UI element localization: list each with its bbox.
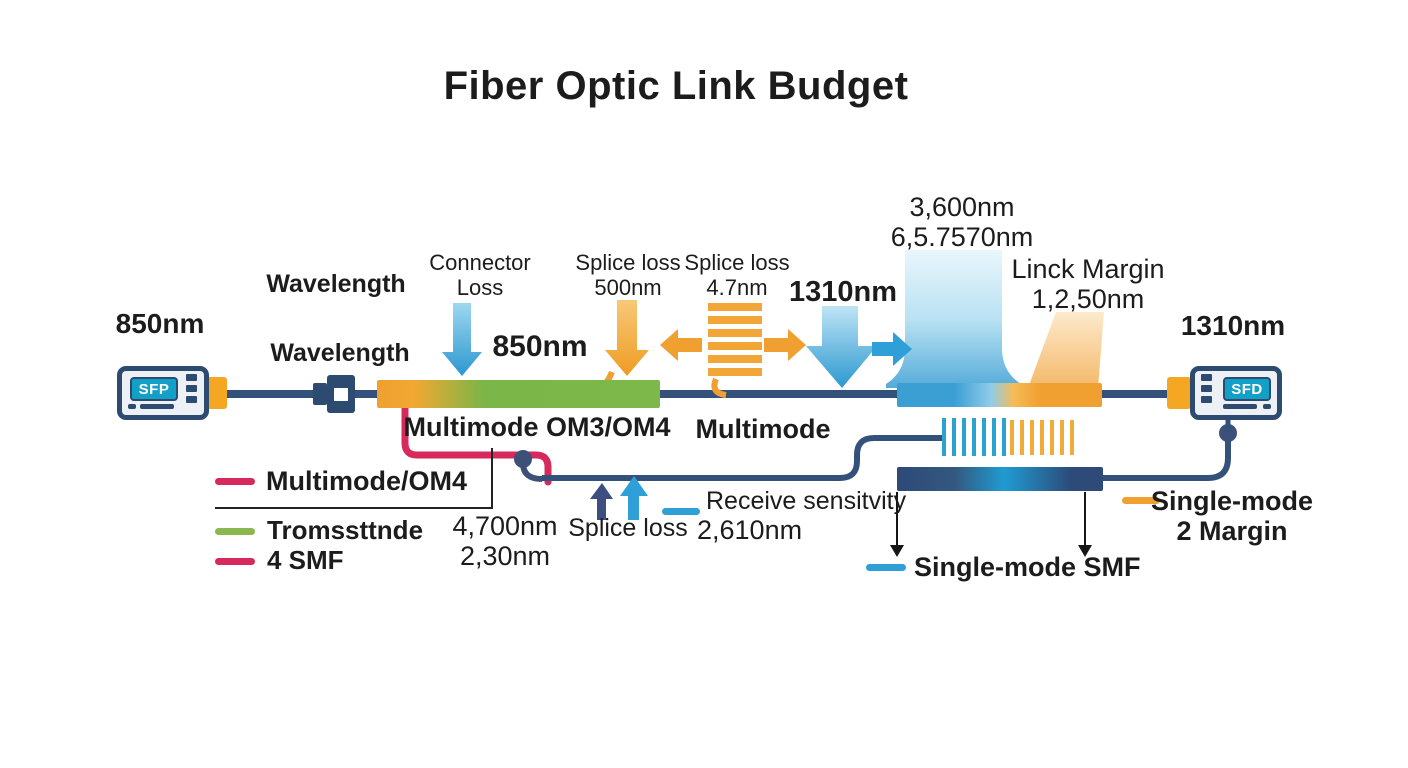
wavelength-1310-down-arrow-icon bbox=[806, 306, 877, 388]
sfp-right-slot bbox=[1201, 385, 1212, 392]
loss-values-label: 4,700nm 2,30nm bbox=[452, 511, 558, 572]
right-arrow-icon bbox=[764, 329, 806, 361]
multimode-fiber-label: Multimode OM3/OM4 bbox=[403, 412, 671, 442]
legend-swatch-singlemode-smf bbox=[866, 564, 906, 571]
sfp-left-device: SFP bbox=[117, 366, 209, 420]
singlemode-path-left bbox=[542, 435, 942, 481]
splice-stripes-blue bbox=[942, 418, 1010, 456]
link-margin-label: Linck Margin 1,2,50nm bbox=[1011, 254, 1165, 315]
legend-swatch-multimode bbox=[215, 478, 255, 485]
branch-node-hook bbox=[520, 462, 543, 482]
legend-swatch-smf bbox=[215, 558, 255, 565]
fiber-coupler bbox=[313, 375, 355, 413]
sfp-left-slot bbox=[186, 396, 197, 403]
attenuation-values-label: 3,600nm 6,5.7570nm bbox=[890, 192, 1034, 253]
splice-loss-500-arrow-icon bbox=[605, 300, 649, 376]
legend-swatch-receive bbox=[662, 508, 700, 515]
legend-singlemode-smf: Single-mode SMF bbox=[914, 552, 1141, 582]
splice-loss-500-label: Splice loss 500nm bbox=[575, 250, 681, 300]
splice-loss-up-arrow-navy-icon bbox=[590, 483, 613, 520]
sfp-left-slot bbox=[186, 385, 197, 392]
singlemode-path-right bbox=[1103, 436, 1231, 481]
wavelength-label-bottom: Wavelength bbox=[270, 339, 410, 367]
legend-smf4: 4 SMF bbox=[267, 545, 344, 575]
down-pointer-left bbox=[890, 492, 904, 557]
branch-node-dot bbox=[514, 450, 532, 468]
left-arrow-icon bbox=[660, 329, 702, 361]
connector-loss-label: Connector Loss bbox=[429, 250, 531, 300]
mixed-wavelength-fiber-bar bbox=[897, 383, 1102, 407]
multimode-mid-label: Multimode bbox=[695, 414, 831, 444]
blue-right-arrow-icon bbox=[872, 332, 912, 366]
splice-loss-47-striped-arrow-icon bbox=[708, 303, 762, 398]
wavelength-label-top: Wavelength bbox=[266, 270, 406, 298]
sfp-right-screen: SFD bbox=[1223, 377, 1271, 401]
multimode-branch-line bbox=[401, 404, 552, 486]
singlemode-fiber-bar bbox=[897, 467, 1103, 491]
mid-1310-label: 1310nm bbox=[788, 276, 898, 308]
left-wavelength-value: 850nm bbox=[115, 308, 205, 339]
link-margin-column bbox=[1028, 312, 1104, 388]
sfp-left-detail bbox=[140, 404, 174, 409]
legend-swatch-transmit bbox=[215, 528, 255, 535]
mid-850-label: 850nm bbox=[492, 330, 588, 363]
sfp-right-slot bbox=[1201, 374, 1212, 381]
sfp-right-connector-tab bbox=[1167, 377, 1191, 409]
splice-loss-up-arrow-blue-icon bbox=[620, 476, 648, 520]
legend-receive-sensitivity: Receive sensitvity bbox=[706, 487, 907, 515]
right-wavelength-value: 1310nm bbox=[1180, 310, 1286, 341]
sfp-left-slot bbox=[186, 374, 197, 381]
splice-stripes-orange bbox=[1010, 420, 1078, 455]
legend-singlemode-margin: Single-mode 2 Margin bbox=[1150, 486, 1314, 547]
sfp-left-detail bbox=[128, 404, 136, 409]
sfp-right-detail bbox=[1223, 404, 1257, 409]
sfp-left-screen: SFP bbox=[130, 377, 178, 401]
legend-bracket-line bbox=[215, 448, 493, 509]
legend-multimode-om4: Multimode/OM4 bbox=[266, 466, 467, 496]
legend-swatch-singlemode-margin bbox=[1122, 497, 1160, 504]
legend-transmit: Tromssttnde bbox=[267, 515, 424, 545]
page-title: Fiber Optic Link Budget bbox=[443, 64, 909, 108]
sfp-right-device: SFD bbox=[1190, 366, 1282, 420]
attenuation-column bbox=[886, 250, 1021, 388]
legend-splice-loss: Splice loss bbox=[568, 514, 688, 542]
sfp-right-slot bbox=[1201, 396, 1212, 403]
down-pointer-right bbox=[1078, 492, 1092, 557]
multimode-fiber-bar bbox=[377, 380, 660, 408]
connector-loss-arrow-icon bbox=[442, 303, 482, 376]
receive-value-label: 2,610nm bbox=[697, 515, 803, 545]
sfp-right-detail bbox=[1263, 404, 1271, 409]
splice-loss-47-label: Splice loss 4.7nm bbox=[684, 250, 790, 300]
